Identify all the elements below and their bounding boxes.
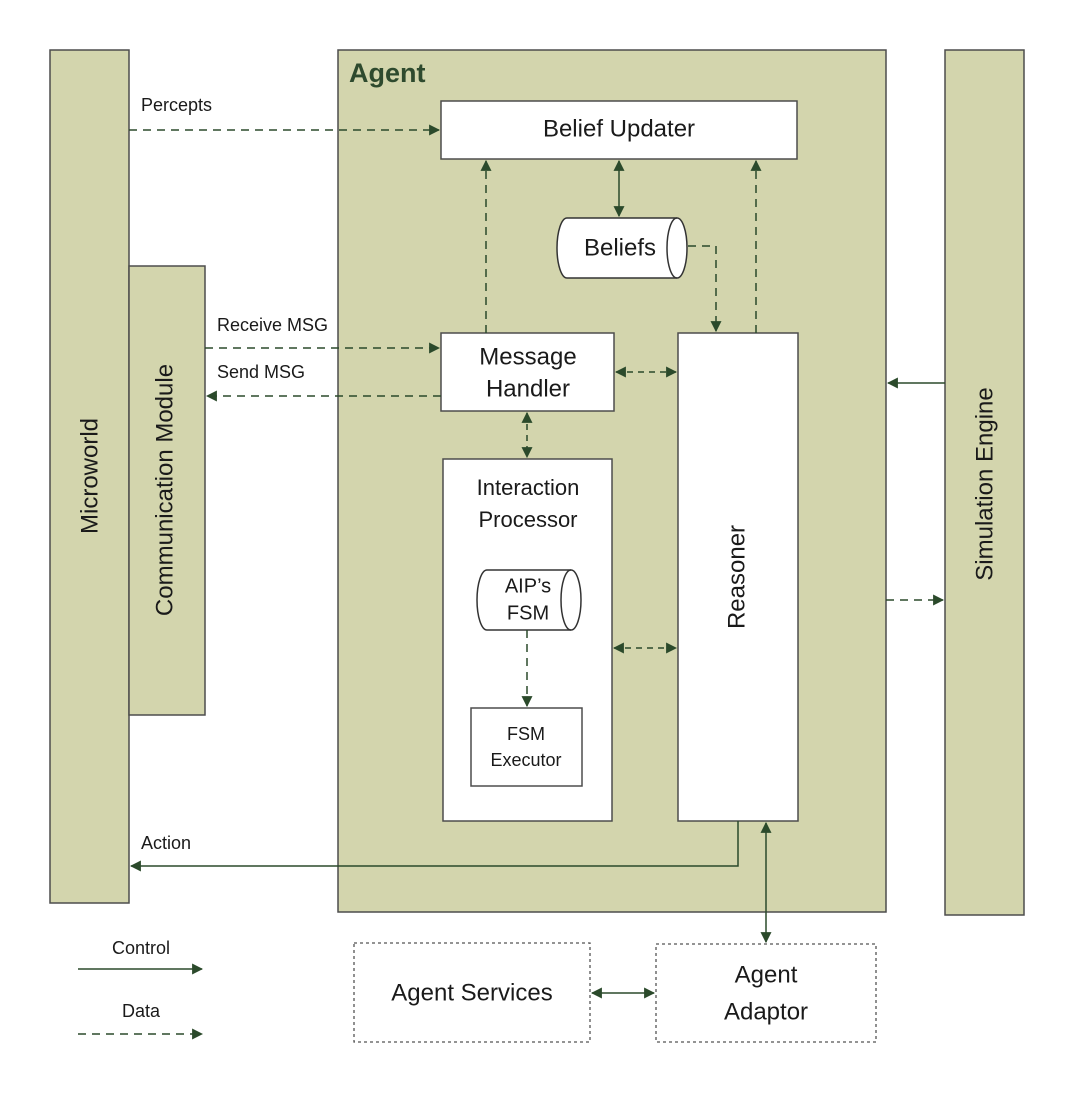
- simulation-engine-label: Simulation Engine: [971, 387, 998, 580]
- send-msg-label: Send MSG: [217, 362, 305, 382]
- reasoner-label: Reasoner: [723, 525, 750, 629]
- action-label: Action: [141, 833, 191, 853]
- receive-msg-label: Receive MSG: [217, 315, 328, 335]
- agent-services-label: Agent Services: [391, 979, 552, 1006]
- fsm-executor-label-line2: Executor: [490, 750, 561, 770]
- message-handler-label-line2: Handler: [486, 375, 570, 402]
- legend: Control Data: [78, 938, 204, 1040]
- aips-fsm-label-line1: AIP’s: [505, 575, 551, 597]
- percepts-label: Percepts: [141, 95, 212, 115]
- simulation-engine-panel: [944, 49, 1025, 916]
- message-handler-label-line1: Message: [479, 343, 576, 370]
- agent-adaptor-box: [655, 943, 877, 1043]
- agent-title: Agent: [349, 58, 426, 88]
- microworld-label: Microworld: [76, 418, 103, 534]
- microworld-panel: [49, 49, 130, 904]
- beliefs-cylinder-icon: [556, 217, 688, 279]
- interaction-processor-label-line1: Interaction: [477, 475, 580, 500]
- aips-fsm-cylinder-icon: [476, 569, 582, 631]
- legend-data-label: Data: [122, 1001, 161, 1021]
- aips-fsm-label-line2: FSM: [507, 602, 549, 624]
- reasoner-box: [677, 332, 799, 822]
- communication-module-label: Communication Module: [151, 364, 178, 616]
- agent-adaptor-label-line1: Agent: [735, 961, 798, 988]
- legend-control-label: Control: [112, 938, 170, 958]
- fsm-executor-label-line1: FSM: [507, 724, 545, 744]
- agent-adaptor-label-line2: Adaptor: [724, 998, 808, 1025]
- beliefs-label: Beliefs: [584, 234, 656, 261]
- interaction-processor-label-line2: Processor: [478, 507, 577, 532]
- belief-updater-label: Belief Updater: [543, 115, 695, 142]
- message-handler-box: [440, 332, 615, 412]
- communication-module-panel: [128, 265, 206, 716]
- belief-updater-box: [440, 100, 798, 160]
- fsm-executor-box: [470, 707, 583, 787]
- agent-services-box: [353, 942, 591, 1043]
- action-arrow: [129, 821, 739, 872]
- beliefs-to-reasoner-arrow: [688, 245, 722, 333]
